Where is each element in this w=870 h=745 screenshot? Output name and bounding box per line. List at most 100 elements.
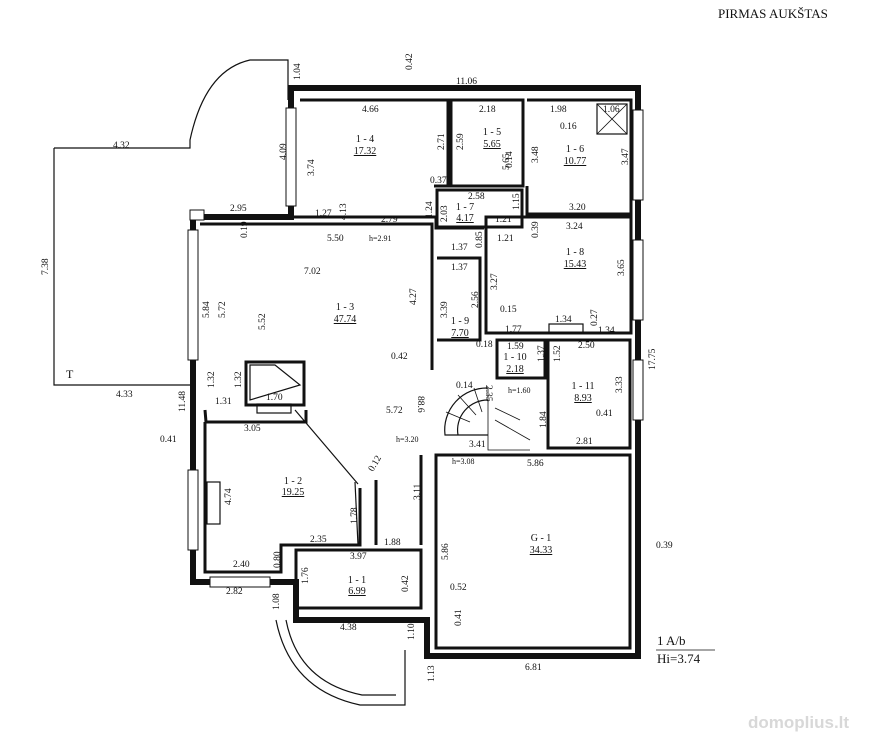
dim-label: 4.27 xyxy=(409,288,419,305)
dim-label: 1.21 xyxy=(495,215,512,225)
dim-label: 17.75 xyxy=(648,348,658,370)
dim-label: 3.27 xyxy=(490,273,500,290)
window-corner xyxy=(189,209,205,221)
dim-label: 4.66 xyxy=(362,105,379,115)
dim-label: 1.76 xyxy=(301,567,311,584)
dim-label: 5.50 xyxy=(327,234,344,244)
dim-label: 2.03 xyxy=(440,205,450,222)
dim-label: 3.11 xyxy=(413,483,423,500)
dim-label: 0.80 xyxy=(273,551,283,568)
dim-label: 7.02 xyxy=(304,267,321,277)
floor-legend: 1 A/b Hi=3.74 xyxy=(656,633,715,666)
dim-label: h=3.20 xyxy=(396,435,419,444)
room-1-11-id: 1 - 11 xyxy=(572,381,595,392)
dim-label: 0.15 xyxy=(500,305,517,315)
window-1-2 xyxy=(187,469,199,551)
dim-label: 1.77 xyxy=(505,325,522,335)
dim-label: 2.35 xyxy=(483,385,493,402)
dim-label: 5.86 xyxy=(527,459,544,469)
room-1-10-area: 2.18 xyxy=(506,364,524,375)
dim-label: 0.42 xyxy=(405,53,415,70)
dim-label: 3.65 xyxy=(617,259,627,276)
dim-label: 1.34 xyxy=(598,326,615,336)
dim-label: 1.24 xyxy=(425,201,435,218)
dim-label: 2.59 xyxy=(456,133,466,150)
room-1-11-area: 8.93 xyxy=(574,393,592,404)
dim-label: 3.41 xyxy=(469,440,486,450)
dim-label: 1.32 xyxy=(234,371,244,388)
dim-label: 0.14 xyxy=(456,381,473,391)
dim-label: 6.81 xyxy=(525,663,542,673)
dim-label: 4.33 xyxy=(116,390,133,400)
room-1-9-id: 1 - 9 xyxy=(451,316,469,327)
room-g-1-id: G - 1 xyxy=(531,533,552,544)
dim-label: 3.39 xyxy=(440,301,450,318)
meter-box xyxy=(206,481,221,525)
dim-label: 1.52 xyxy=(553,345,563,362)
room-1-2-id: 1 - 2 xyxy=(284,476,302,487)
room-1-9-area: 7.70 xyxy=(451,328,469,339)
dim-label: 11.48 xyxy=(178,391,188,412)
window-bottom xyxy=(209,576,271,588)
dim-label: 7.38 xyxy=(41,258,51,275)
dim-label: 0.18 xyxy=(476,340,493,350)
dim-label: 3.47 xyxy=(621,148,631,165)
dim-label: 0.37 xyxy=(430,176,447,186)
dim-label: 5.52 xyxy=(258,313,268,330)
dim-label: 5.72 xyxy=(386,406,403,416)
legend-floor: 1 A/b xyxy=(657,633,686,648)
dim-label: h=1.60 xyxy=(508,386,531,395)
room-1-3-area: 47.74 xyxy=(334,314,357,325)
radiators xyxy=(256,323,584,414)
room-1-5-area: 5.65 xyxy=(483,139,501,150)
dim-label: 2.71 xyxy=(437,133,447,150)
dim-label: 4.09 xyxy=(279,143,289,160)
dim-label: 2.35 xyxy=(310,535,327,545)
room-g-1-area: 34.33 xyxy=(530,545,553,556)
dim-label: 3.20 xyxy=(569,203,586,213)
room-1-1-id: 1 - 1 xyxy=(348,575,366,586)
stove-block xyxy=(249,364,302,401)
window-1-8 xyxy=(632,239,644,321)
dim-label: 0.41 xyxy=(454,609,464,626)
dim-label: 0.85 xyxy=(475,231,485,248)
room-1-6-area: 10.77 xyxy=(564,156,587,167)
room-1-1-area: 6.99 xyxy=(348,586,366,597)
interior-walls xyxy=(200,98,633,650)
dim-label: 4.38 xyxy=(340,623,357,633)
dim-label: 11.06 xyxy=(456,77,477,87)
room-1-10-id: 1 - 10 xyxy=(503,352,526,363)
dim-label: 1.37 xyxy=(451,263,468,273)
dim-label: 2.58 xyxy=(468,192,485,202)
dim-label: 4.74 xyxy=(224,488,234,505)
dim-label: 3.48 xyxy=(531,146,541,163)
dim-label: 1.10 xyxy=(407,623,417,640)
dim-label: 0.16 xyxy=(560,122,577,132)
dim-label: 1.15 xyxy=(512,193,522,210)
dim-label: 1.04 xyxy=(293,63,303,80)
dim-label: 0.27 xyxy=(590,309,600,326)
dim-label: 1.37 xyxy=(451,243,468,253)
window-1-11 xyxy=(632,359,644,421)
room-1-7-area: 4.17 xyxy=(456,213,474,224)
dim-label: 0.14 xyxy=(505,151,515,168)
dim-label: 0.42 xyxy=(401,575,411,592)
watermark: domoplius.lt xyxy=(748,713,849,732)
dim-label: 1.32 xyxy=(207,371,217,388)
dim-label: 2.95 xyxy=(230,204,247,214)
dim-label: 2.40 xyxy=(233,560,250,570)
dim-label: 0.39 xyxy=(531,221,541,238)
window-1-3 xyxy=(187,229,199,361)
dimension-labels: 11.06 0.42 1.04 4.66 2.18 1.98 1.06 0.16… xyxy=(41,53,673,682)
dim-label: 3.05 xyxy=(244,424,261,434)
dim-label: 1.78 xyxy=(350,507,360,524)
room-1-4-id: 1 - 4 xyxy=(356,134,374,145)
dim-label: 1.98 xyxy=(550,105,567,115)
dim-label: 1.88 xyxy=(384,538,401,548)
dim-label: 4.13 xyxy=(339,203,349,220)
diagonal-wall xyxy=(294,409,359,546)
dim-label: 88.6 xyxy=(415,396,425,413)
dim-label: h=2.91 xyxy=(369,234,392,243)
dim-label: 1.21 xyxy=(497,234,514,244)
dim-label: 3.97 xyxy=(350,552,367,562)
